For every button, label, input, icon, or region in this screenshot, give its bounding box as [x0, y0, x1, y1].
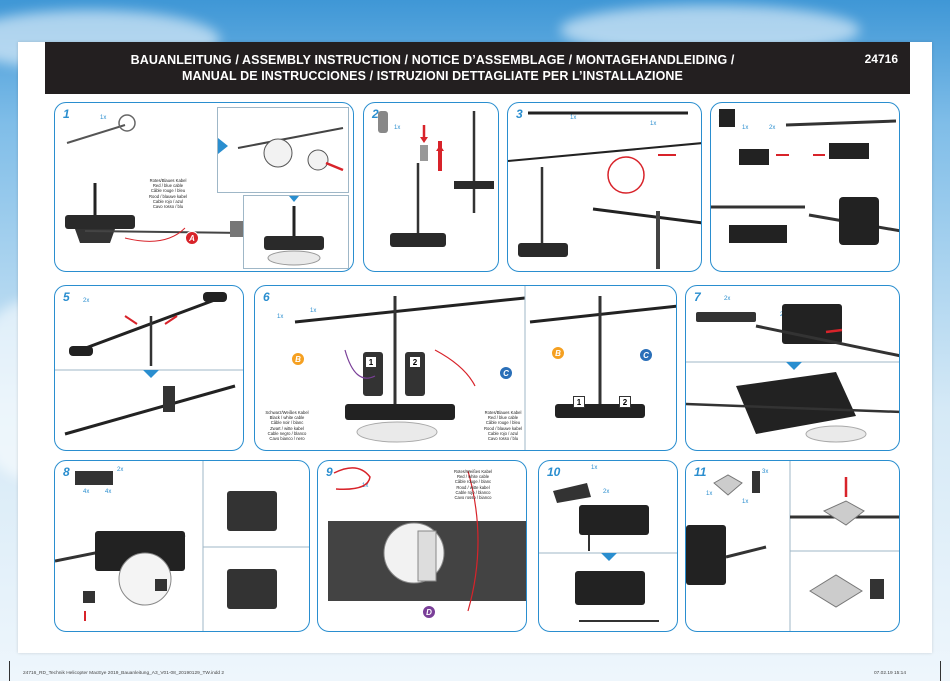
label-d: D	[422, 605, 436, 619]
battery-connector-illustration	[328, 467, 526, 612]
qty-label: 1x	[570, 115, 577, 121]
step-4-panel: 4 1x 2x	[710, 102, 900, 272]
qty-label: 4x	[105, 489, 112, 495]
qty-label: 1x	[742, 499, 749, 505]
step-number: 7	[694, 290, 701, 304]
step-11-panel: 11 3x 1x 1x	[685, 460, 900, 632]
title-line-2: MANUAL DE INSTRUCCIONES / ISTRUZIONI DET…	[181, 69, 683, 83]
landing-skid-illustration	[539, 483, 677, 622]
crop-mark	[940, 661, 941, 681]
step-number: 2	[372, 107, 379, 121]
footer-timestamp: 07.02.19 15:14	[874, 671, 907, 676]
qty-label: 1x	[100, 115, 107, 121]
qty-label: 1x	[277, 314, 284, 320]
step-number: 5	[63, 290, 70, 304]
step-10-panel: 10 1x 2x	[538, 460, 678, 632]
gear-assembly-illustration	[218, 127, 344, 172]
footer-filename: 24716_RD_Technik Helicopter MacEye 2019_…	[23, 671, 225, 676]
qty-label: 1x	[706, 491, 713, 497]
motor-2-tag: 2	[409, 356, 421, 368]
qty-label: 1x	[591, 465, 598, 471]
motor-1-tag: 1	[365, 356, 377, 368]
step-5-panel: 5 2x	[54, 285, 244, 451]
step-number: 11	[694, 465, 707, 479]
step-number: 3	[516, 107, 523, 121]
label-a: A	[185, 231, 199, 245]
qty-label: 1x	[362, 483, 369, 489]
step-1-detail-bottom	[243, 195, 349, 269]
crop-mark	[9, 661, 10, 681]
tail-assembly-illustration	[686, 461, 899, 631]
qty-label: 1x	[394, 125, 401, 131]
step-1-detail-top	[217, 107, 349, 193]
qty-label: 1x	[310, 308, 317, 314]
label-c: C	[639, 348, 653, 362]
step-number: 10	[547, 465, 561, 479]
label-b: B	[291, 352, 305, 366]
title-line-1: BAUANLEITUNG / ASSEMBLY INSTRUCTION / NO…	[130, 53, 735, 67]
motor-installation-illustration	[294, 286, 676, 450]
step-7-panel: 7 2x 2x	[685, 285, 900, 451]
label-c: C	[499, 366, 513, 380]
qty-label: 2x	[83, 298, 90, 304]
step-number: 8	[63, 465, 70, 479]
step-8-panel: 8 2x 4x 4x	[54, 460, 310, 632]
qty-label: 1x	[650, 121, 657, 127]
motor-2-tag: 2	[619, 396, 631, 408]
step-3-panel: 3 1x 1x	[507, 102, 702, 272]
rotor-shaft-illustration	[65, 114, 246, 243]
step-number: 6	[263, 290, 270, 304]
step-6-panel: 6 1x 1x B C B C 1 2 1 2 Schwarz/Weißes K…	[254, 285, 677, 451]
gear-and-legs-illustration	[55, 461, 309, 631]
step-2-panel: 2 1x	[363, 102, 499, 272]
item-number: 24716	[864, 52, 898, 66]
assembled-base-illustration	[264, 196, 324, 266]
qty-label: 4x	[83, 489, 90, 495]
flybar-illustration	[55, 292, 243, 436]
qty-label: 3x	[762, 469, 769, 475]
page-title: BAUANLEITUNG / ASSEMBLY INSTRUCTION / NO…	[45, 52, 820, 84]
header-bar: BAUANLEITUNG / ASSEMBLY INSTRUCTION / NO…	[45, 42, 910, 94]
step-number: 9	[326, 465, 333, 479]
qty-label: 1x	[742, 125, 749, 131]
main-shaft-illustration	[378, 111, 494, 247]
motor-1-tag: 1	[573, 396, 585, 408]
label-b: B	[551, 346, 565, 360]
step-number: 1	[63, 107, 70, 121]
qty-label: 2x	[769, 125, 776, 131]
qty-label: 2x	[724, 296, 731, 302]
rotor-blade-illustration	[508, 111, 701, 269]
side-frame-illustration	[686, 304, 899, 443]
rotor-head-illustration	[711, 109, 899, 245]
qty-label: 2x	[603, 489, 610, 495]
qty-label: 2x	[117, 467, 124, 473]
